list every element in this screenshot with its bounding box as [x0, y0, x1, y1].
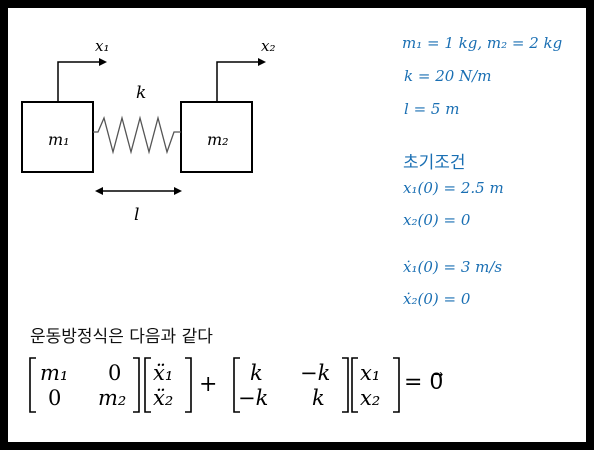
length-arrowhead-left	[95, 187, 103, 195]
stiffness-matrix-k12: −k	[300, 361, 331, 385]
mass-matrix-m21: 0	[48, 386, 62, 410]
initial-x1: x₁(0) = 2.5 m	[403, 179, 504, 197]
x2-arrow	[216, 61, 260, 102]
accel-vector-2: ẍ₂	[153, 386, 174, 410]
equation-intro: 운동방정식은 다음과 같다	[30, 327, 213, 347]
length-arrowhead-right	[174, 187, 182, 195]
mass-2-block	[180, 101, 253, 173]
length-label: l	[134, 205, 139, 225]
initial-conditions-heading: 초기조건	[403, 153, 466, 173]
mass-2-label: m₂	[207, 130, 229, 149]
initial-v1: ẋ₁(0) = 3 m/s	[403, 258, 503, 276]
mass-matrix-m11: m₁	[40, 361, 69, 385]
disp-vector-1: x₁	[360, 361, 381, 385]
disp-vector-2: x₂	[360, 386, 381, 410]
mass-matrix-m22: m₂	[98, 386, 127, 410]
spring	[93, 115, 181, 155]
equation-brackets	[29, 357, 400, 413]
x1-label: x₁	[95, 37, 109, 55]
initial-x2: x₂(0) = 0	[403, 211, 471, 229]
x2-label: x₂	[261, 37, 275, 55]
mass-1-label: m₁	[48, 130, 70, 149]
content-panel: m₁ m₂ k x₁ x₂ l	[8, 8, 586, 442]
stiffness-matrix-k22: k	[312, 386, 325, 410]
stiffness-matrix-k21: −k	[238, 386, 269, 410]
mass-matrix-m12: 0	[108, 361, 122, 385]
x1-arrow	[57, 61, 101, 102]
mass-1-block	[21, 101, 94, 173]
plus-sign: +	[199, 372, 218, 397]
param-length: l = 5 m	[404, 100, 460, 118]
stiffness-matrix-k11: k	[250, 361, 263, 385]
initial-v2: ẋ₂(0) = 0	[403, 290, 471, 308]
x1-arrowhead	[99, 58, 107, 66]
equation-rhs: = 0⃗	[404, 370, 444, 395]
x2-arrowhead	[258, 58, 266, 66]
spring-label: k	[136, 83, 146, 103]
param-stiffness: k = 20 N/m	[404, 67, 492, 85]
param-masses: m₁ = 1 kg, m₂ = 2 kg	[402, 34, 563, 52]
mass-spring-diagram: m₁ m₂ k x₁ x₂ l	[21, 37, 400, 413]
accel-vector-1: ẍ₁	[153, 361, 174, 385]
